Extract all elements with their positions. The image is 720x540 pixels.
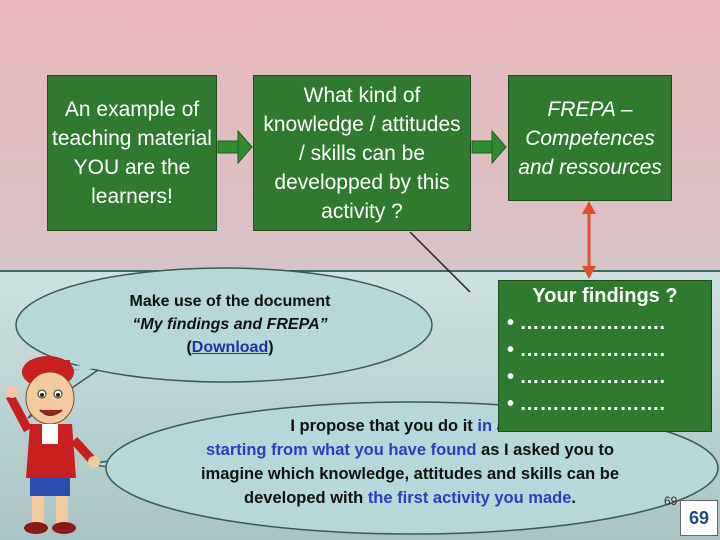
step-text: FREPA – Competences and ressources	[513, 95, 667, 182]
arrow-right-icon	[472, 131, 506, 163]
findings-title: Your findings ?	[507, 285, 703, 308]
page-number: 69	[689, 508, 709, 529]
document-note: Make use of the document “My findings an…	[80, 290, 380, 359]
findings-bullet: • ………………….	[507, 391, 703, 418]
step-box-teaching-material: An example of teaching material YOU are …	[47, 75, 217, 231]
proposal-part-highlight: the first activity you made	[368, 489, 572, 507]
step-text: What kind of knowledge / attitudes / ski…	[258, 81, 466, 226]
paren-close: )	[268, 339, 273, 356]
document-note-line: Make use of the document	[80, 290, 380, 313]
double-arrow-icon	[582, 201, 596, 279]
arrow-right-icon	[218, 131, 252, 163]
findings-bullet: • ………………….	[507, 364, 703, 391]
findings-box: Your findings ? • …………………. • …………………. • …	[498, 280, 712, 432]
download-line: (Download)	[80, 336, 380, 359]
findings-bullet: • ………………….	[507, 337, 703, 364]
step-box-knowledge-question: What kind of knowledge / attitudes / ski…	[253, 75, 471, 231]
proposal-part: I propose that you do it	[290, 417, 472, 435]
proposal-part: .	[571, 489, 576, 507]
page-number-badge: 69	[680, 500, 718, 536]
download-link[interactable]: Download	[192, 339, 268, 356]
cartoon-boy-image	[6, 356, 100, 534]
pointer-line	[410, 232, 470, 292]
step-text: An example of teaching material YOU are …	[52, 95, 212, 211]
proposal-part-highlight: starting from what you have found	[206, 441, 476, 459]
step-box-frepa: FREPA – Competences and ressources	[508, 75, 672, 201]
findings-bullet: • ………………….	[507, 310, 703, 337]
page-number-small: 69	[664, 494, 677, 508]
document-title: “My findings and FREPA”	[80, 313, 380, 336]
